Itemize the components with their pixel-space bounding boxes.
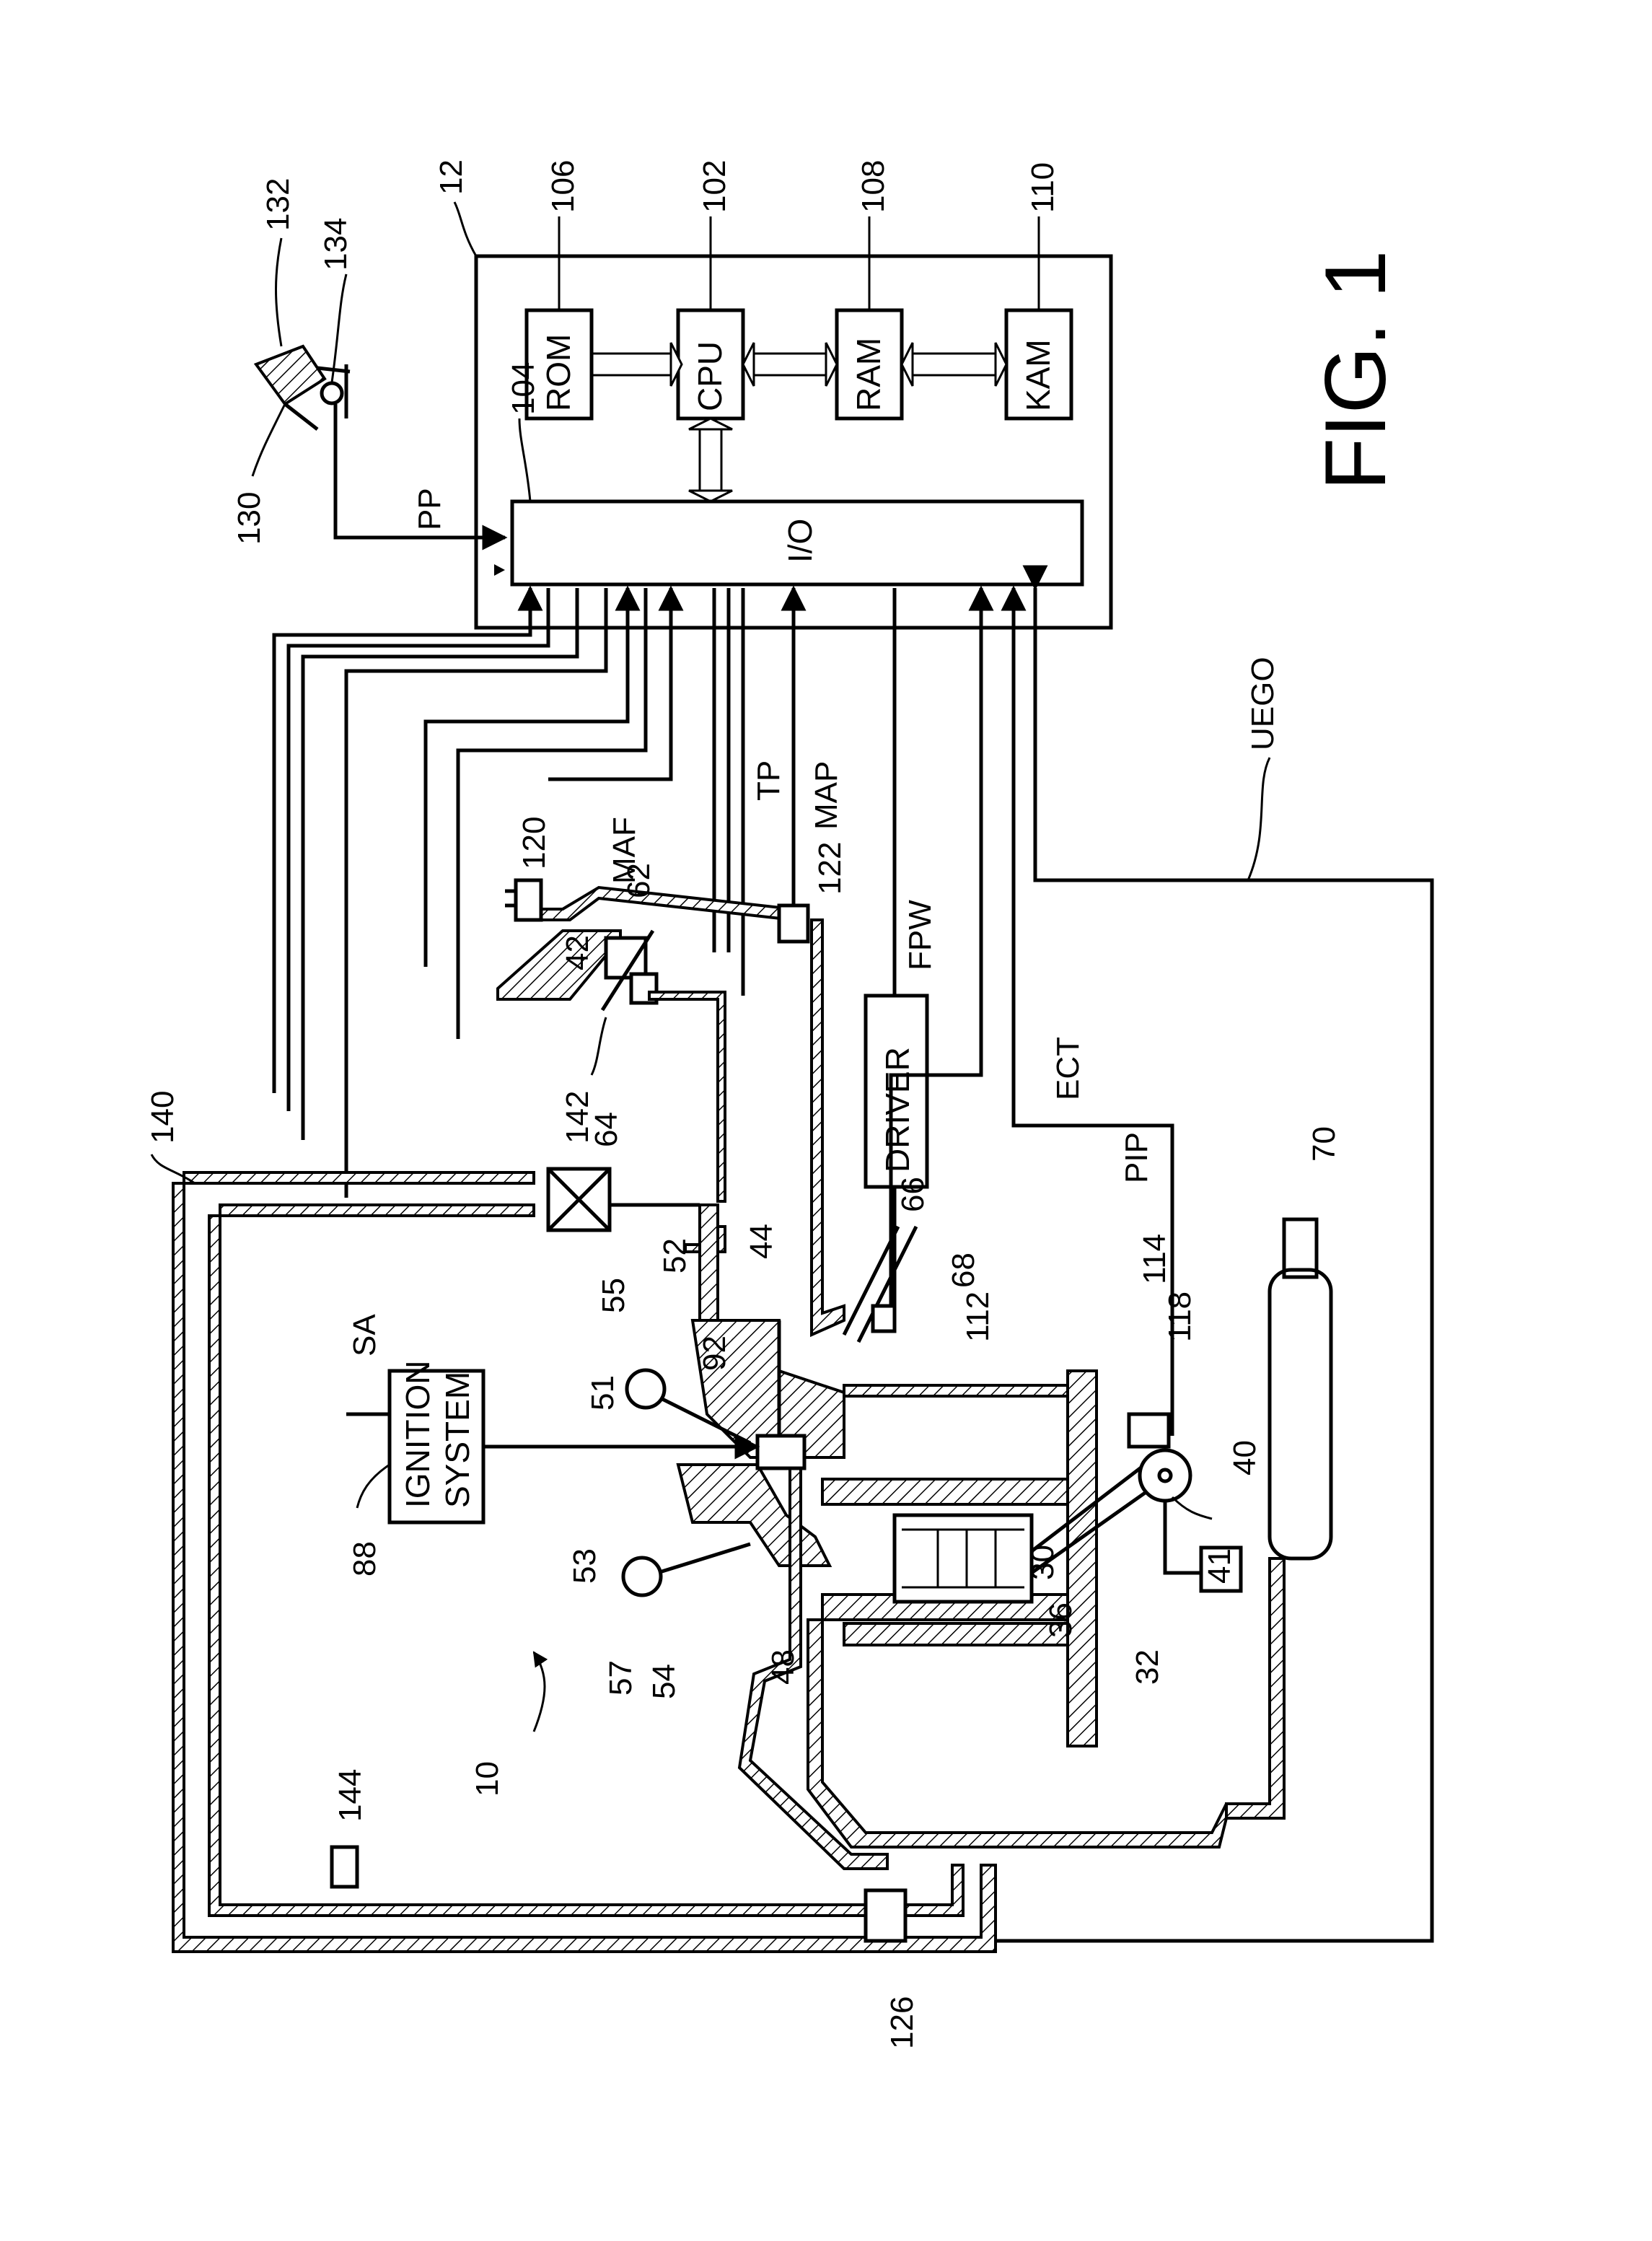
ref-144: 144 [333, 1769, 368, 1822]
sensor-144 [332, 1847, 357, 1887]
ref-118: 118 [1162, 1291, 1198, 1342]
pip-line [1014, 588, 1172, 1436]
ref-42: 42 [560, 935, 595, 970]
ignition-label-1: IGNITION [399, 1361, 436, 1508]
foot-132 [256, 346, 325, 404]
ref-110: 110 [1025, 162, 1060, 213]
ref-30: 30 [1025, 1545, 1060, 1580]
io-label: I/O [781, 519, 819, 563]
ref-126: 126 [884, 1996, 920, 2049]
ignition-label-2: SYSTEM [439, 1372, 476, 1508]
ref-10: 10 [470, 1761, 505, 1797]
maf-sensor-120 [516, 880, 541, 920]
bus-rom-cpu [592, 354, 671, 375]
leader-12 [454, 202, 476, 256]
ref-32: 32 [1130, 1649, 1165, 1685]
ref-62: 62 [621, 863, 656, 898]
ref-140: 140 [145, 1091, 180, 1144]
ref-102: 102 [697, 160, 732, 213]
ref-55: 55 [596, 1278, 631, 1313]
ref-12: 12 [434, 159, 469, 195]
ref-114: 114 [1137, 1234, 1172, 1284]
ref-130: 130 [232, 492, 267, 545]
ref-104: 104 [506, 362, 541, 415]
ref-92: 92 [697, 1336, 732, 1371]
ref-41: 41 [1202, 1548, 1237, 1584]
ref-44: 44 [744, 1224, 779, 1259]
signal-pp: PP [412, 488, 447, 530]
egr-system: 142 140 144 [145, 1091, 996, 1952]
module-kam-label: KAM [1019, 339, 1057, 411]
signal-ect: ECT [1050, 1037, 1086, 1100]
spark-plug-92 [757, 1436, 804, 1468]
cam-53 [623, 1558, 661, 1595]
ref-122: 122 [812, 842, 848, 895]
accelerator-pedal: 132 134 130 PP [232, 178, 505, 576]
module-ram: RAM 108 [837, 160, 902, 418]
bus-cpu-io [700, 429, 721, 491]
leader-104 [519, 418, 530, 501]
pedal-sensor-134 [322, 383, 342, 403]
ref-70: 70 [1306, 1126, 1342, 1162]
ref-88: 88 [347, 1541, 382, 1576]
temp-sensor-112 [873, 1306, 895, 1331]
ref-57: 57 [603, 1660, 638, 1696]
crankshaft-40 [1140, 1450, 1190, 1501]
cam-51 [627, 1370, 664, 1408]
sensor-118 [1129, 1414, 1169, 1447]
uego-sensor-126 [866, 1890, 905, 1941]
signal-fpw: FPW [902, 900, 938, 970]
module-kam: KAM 110 [1006, 162, 1071, 418]
module-rom-label: ROM [540, 334, 577, 411]
ref-51: 51 [585, 1375, 620, 1411]
catalyst-70 [1270, 1270, 1331, 1558]
ref-120: 120 [517, 817, 552, 869]
ref-40: 40 [1227, 1440, 1262, 1475]
ref-36: 36 [1043, 1602, 1078, 1638]
ref-68: 68 [946, 1253, 981, 1288]
signal-pip: PIP [1119, 1132, 1154, 1183]
ref-134: 134 [318, 218, 353, 271]
bus-cpu-ram [754, 354, 826, 375]
signal-lines: MAF TP MAP FPW ECT PIP UEGO SA [274, 588, 1432, 1941]
ref-48: 48 [765, 1649, 801, 1685]
arrow-10 [534, 1652, 545, 1732]
piston-36 [895, 1515, 1032, 1602]
bus-ram-kam [913, 354, 996, 375]
module-ram-label: RAM [850, 338, 887, 411]
controller-12: 12 ROM 106 CPU 102 RAM 108 KAM 110 [434, 159, 1111, 628]
ref-54: 54 [646, 1664, 682, 1699]
ref-52: 52 [657, 1238, 693, 1273]
signal-map: MAP [809, 761, 844, 830]
ref-112: 112 [960, 1291, 996, 1342]
ref-142: 142 [560, 1091, 595, 1144]
ref-108: 108 [856, 160, 891, 213]
figure-title: FIG. 1 [1307, 250, 1404, 491]
map-sensor-122 [779, 905, 808, 942]
signal-sa: SA [347, 1314, 382, 1356]
signal-tp: TP [751, 760, 786, 801]
driver-label: DRIVER [879, 1047, 916, 1172]
ref-132: 132 [260, 178, 296, 231]
module-cpu: CPU 102 [678, 160, 743, 418]
module-cpu-label: CPU [691, 341, 729, 411]
ref-106: 106 [545, 160, 581, 213]
ref-53: 53 [567, 1548, 602, 1584]
signal-uego: UEGO [1245, 657, 1280, 750]
